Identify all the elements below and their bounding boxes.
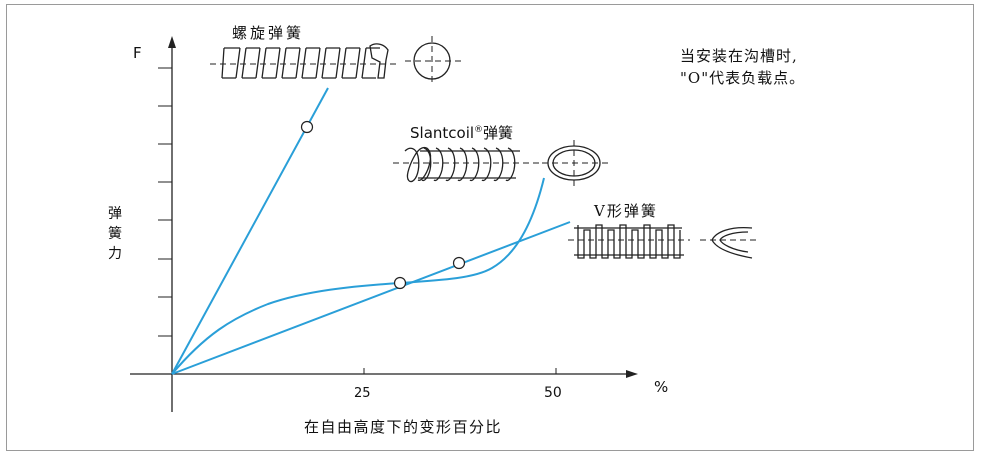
note-line-1: 当安装在沟槽时, — [680, 47, 798, 65]
x-axis-unit: % — [654, 378, 668, 396]
v-spring-label: V形弹簧 — [593, 202, 658, 220]
slantcoil-reg-mark: ® — [474, 125, 483, 135]
note-line-2: "O"代表负载点。 — [680, 69, 805, 87]
load-point-intersection — [393, 276, 407, 290]
slantcoil-label: Slantcoil®弹簧 — [410, 124, 513, 142]
v-spring-line — [171, 221, 571, 375]
figure-frame — [6, 4, 974, 451]
slantcoil-cross-section-icon — [542, 140, 612, 188]
slantcoil-spring-curve — [171, 177, 545, 375]
helical-cross-section-icon — [405, 36, 462, 86]
y-axis-letter: F — [133, 44, 142, 62]
y-axis-label-3: 力 — [108, 246, 122, 262]
x-axis — [130, 368, 638, 378]
y-axis — [158, 36, 176, 412]
load-point-helical — [300, 120, 314, 134]
x-axis-caption: 在自由高度下的变形百分比 — [304, 418, 502, 436]
helical-spring-icon — [210, 43, 400, 79]
v-spring-cross-section-icon — [700, 226, 756, 259]
helical-spring-line — [171, 87, 329, 375]
v-spring-name: V形弹簧 — [593, 202, 658, 220]
v-spring-icon — [568, 224, 690, 259]
slantcoil-name: Slantcoil — [410, 124, 474, 142]
y-axis-label-1: 弹 — [108, 206, 122, 222]
y-axis-label-2: 簧 — [108, 226, 122, 242]
load-point-v-spring — [452, 256, 466, 270]
helical-spring-label: 螺旋弹簧 — [232, 24, 304, 42]
x-tick-25: 25 — [354, 386, 371, 401]
x-tick-50: 50 — [544, 385, 562, 401]
slantcoil-suffix: 弹簧 — [483, 124, 513, 142]
slantcoil-spring-icon — [393, 146, 540, 183]
